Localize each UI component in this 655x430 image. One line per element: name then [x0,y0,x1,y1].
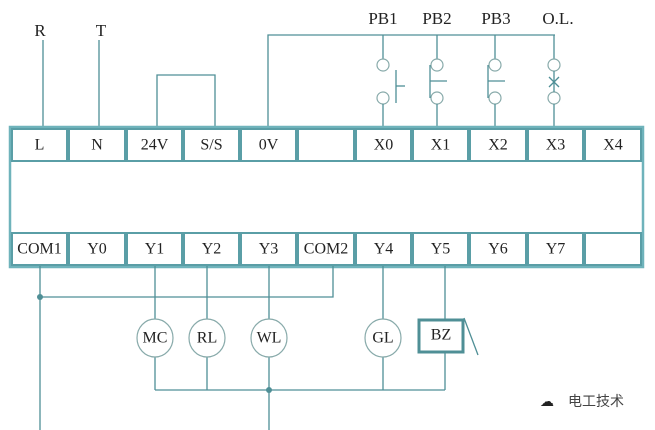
terminal-label: COM1 [17,241,61,258]
label-t: T [96,21,107,40]
terminal-label: X2 [488,137,508,154]
output-terminal-y3: Y3 [240,232,297,266]
svg-text:电工技术: 电工技术 [568,394,624,410]
output-terminal-y4: Y4 [355,232,412,266]
terminal-label: X4 [603,137,623,154]
output-terminal-blank [584,232,642,266]
input-terminal-x4: X4 [584,128,642,162]
lamp-rl: RL [188,318,226,358]
output-terminal-y6: Y6 [469,232,527,266]
svg-text:GL: GL [372,330,393,347]
coil-mc: MC [136,318,174,358]
junction-dot [266,387,272,393]
input-terminal-l: L [11,128,68,162]
input-devices: PB1 PB2 PB3 O.L. [368,9,574,130]
pushbutton-pb1-no [376,35,405,130]
label-ol: O.L. [542,9,573,28]
wire-com1-com2 [40,266,334,298]
terminal-label: COM2 [304,241,348,258]
input-terminal-blank [297,128,355,162]
jumper-24v-ss [156,74,216,130]
svg-text:MC: MC [143,330,168,347]
terminal-label: X0 [374,137,394,154]
lamp-wl: WL [250,318,288,358]
terminal-label: Y6 [488,241,508,258]
svg-text:WL: WL [257,330,282,347]
terminal-label: 24V [141,137,169,154]
terminal-label: 0V [259,137,279,154]
output-terminal-y2: Y2 [183,232,240,266]
wire-0v-common [267,34,555,130]
buzzer-bz: BZ [417,317,479,356]
output-terminal-com2: COM2 [297,232,355,266]
input-terminal-n: N [68,128,126,162]
label-pb1: PB1 [368,9,397,28]
terminal-label: Y2 [202,241,222,258]
input-terminal-x3: X3 [527,128,584,162]
label-pb3: PB3 [481,9,510,28]
terminal-label: Y3 [259,241,279,258]
input-terminal-24v: 24V [126,128,183,162]
input-terminal-0v: 0V [240,128,297,162]
terminal-label: L [35,137,45,154]
input-terminal-x1: X1 [412,128,469,162]
watermark: ☁ 电工技术 [540,394,624,410]
terminal-label: Y5 [431,241,451,258]
output-terminal-y7: Y7 [527,232,584,266]
label-pb2: PB2 [422,9,451,28]
svg-text:RL: RL [197,330,217,347]
terminal-label: Y7 [546,241,566,258]
junction-dot [37,294,43,300]
output-terminal-y1: Y1 [126,232,183,266]
pushbutton-pb3-nc [487,35,505,130]
output-terminal-com1: COM1 [11,232,68,266]
output-terminal-y5: Y5 [412,232,469,266]
pushbutton-pb2-nc [429,35,447,130]
label-r: R [34,21,46,40]
overload-contact [547,35,561,130]
input-terminal-x0: X0 [355,128,412,162]
output-terminal-row: COM1 Y0 Y1 Y2 Y3 COM2 Y4 Y5 Y6 Y7 [11,232,642,266]
terminal-label: X3 [546,137,566,154]
terminal-label: Y0 [87,241,107,258]
output-terminal-y0: Y0 [68,232,126,266]
input-terminal-row: L N 24V S/S 0V X0 X1 X2 X3 X4 [11,128,642,162]
lamp-gl: GL [364,318,402,358]
terminal-label: N [91,137,103,154]
terminal-label: S/S [200,137,222,154]
terminal-label: Y1 [145,241,165,258]
wechat-icon: ☁ [540,395,554,410]
input-terminal-ss: S/S [183,128,240,162]
input-terminal-x2: X2 [469,128,527,162]
terminal-label: X1 [431,137,451,154]
svg-text:BZ: BZ [431,327,451,344]
terminal-label: Y4 [374,241,394,258]
